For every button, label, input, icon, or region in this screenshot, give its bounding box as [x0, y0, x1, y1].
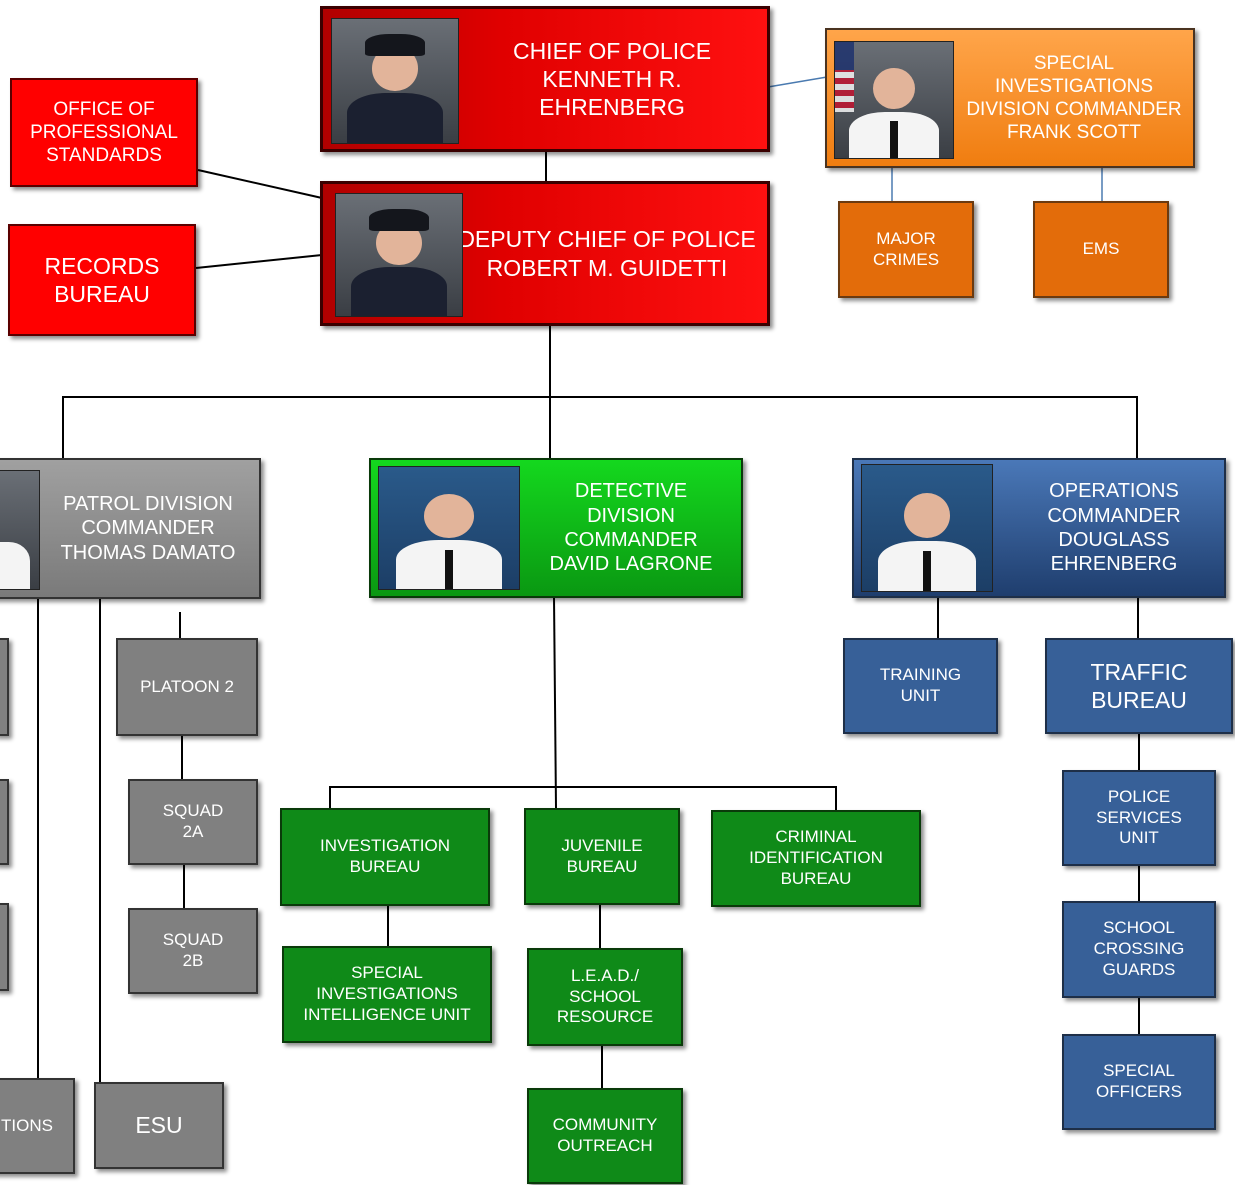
detective-label: DETECTIVE DIVISION COMMANDER DAVID LAGRO… — [549, 480, 713, 576]
platoon-2-label: PLATOON 2 — [140, 676, 234, 696]
squad-partial-box-2 — [0, 903, 9, 991]
records-bureau-box: RECORDS BUREAU — [8, 224, 196, 336]
operations-box: OPERATIONS COMMANDER DOUGLASS EHRENBERG — [852, 458, 1226, 598]
special-officers-label: SPECIAL OFFICERS — [1096, 1061, 1182, 1101]
ems-label: EMS — [1082, 239, 1120, 259]
squad-2b-label: SQUAD 2B — [162, 930, 224, 970]
juvenile-bureau-box: JUVENILE BUREAU — [524, 808, 680, 905]
chief-of-police-box: CHIEF OF POLICE KENNETH R. EHRENBERG — [320, 6, 770, 152]
professional-standards-box: OFFICE OF PROFESSIONAL STANDARDS — [10, 78, 198, 187]
ems-box: EMS — [1033, 201, 1169, 298]
lead-label: L.E.A.D./ SCHOOL RESOURCE — [556, 965, 654, 1027]
records-bureau-label: RECORDS BUREAU — [44, 252, 160, 307]
deputy-chief-photo — [335, 193, 463, 317]
investigation-bureau-box: INVESTIGATION BUREAU — [280, 808, 490, 906]
lead-school-resource-box: L.E.A.D./ SCHOOL RESOURCE — [527, 948, 683, 1046]
juvenile-bureau-label: JUVENILE BUREAU — [561, 835, 643, 876]
detective-commander-photo — [378, 466, 520, 590]
detective-division-box: DETECTIVE DIVISION COMMANDER DAVID LAGRO… — [369, 458, 743, 598]
special-investigations-label: SPECIAL INVESTIGATIONS DIVISION COMMANDE… — [966, 52, 1182, 144]
platoon-2-box: PLATOON 2 — [116, 638, 258, 736]
special-investigations-division-box: SPECIAL INVESTIGATIONS DIVISION COMMANDE… — [825, 28, 1195, 168]
deputy-chief-label: DEPUTY CHIEF OF POLICE ROBERT M. GUIDETT… — [458, 226, 756, 281]
communications-label: TIONS — [1, 1115, 53, 1135]
chief-label: CHIEF OF POLICE KENNETH R. EHRENBERG — [512, 37, 712, 121]
squad-2b-box: SQUAD 2B — [128, 908, 258, 994]
siiu-label: SPECIAL INVESTIGATIONS INTELLIGENCE UNIT — [303, 963, 471, 1024]
traffic-bureau-box: TRAFFIC BUREAU — [1045, 638, 1233, 734]
communications-box: TIONS — [0, 1078, 75, 1174]
patrol-label: PATROL DIVISION COMMANDER THOMAS DAMATO — [60, 492, 236, 564]
operations-commander-photo — [861, 464, 993, 592]
esu-box: ESU — [94, 1082, 224, 1169]
patrol-division-box: PATROL DIVISION COMMANDER THOMAS DAMATO — [0, 458, 261, 599]
squad-partial-box-1 — [0, 779, 9, 865]
operations-label: OPERATIONS COMMANDER DOUGLASS EHRENBERG — [1047, 480, 1181, 576]
police-services-label: POLICE SERVICES UNIT — [1096, 786, 1182, 848]
special-investigations-commander-photo — [834, 41, 954, 159]
platoon-partial-box — [0, 638, 9, 736]
criminal-identification-bureau-box: CRIMINAL IDENTIFICATION BUREAU — [711, 810, 921, 907]
outreach-label: COMMUNITY OUTREACH — [552, 1115, 658, 1155]
major-crimes-box: MAJOR CRIMES — [838, 201, 974, 298]
school-crossing-guards-box: SCHOOL CROSSING GUARDS — [1062, 901, 1216, 998]
professional-standards-label: OFFICE OF PROFESSIONAL STANDARDS — [30, 98, 178, 167]
criminal-identification-label: CRIMINAL IDENTIFICATION BUREAU — [749, 827, 883, 888]
investigation-bureau-label: INVESTIGATION BUREAU — [319, 836, 451, 876]
deputy-chief-box: DEPUTY CHIEF OF POLICE ROBERT M. GUIDETT… — [320, 181, 770, 326]
police-services-unit-box: POLICE SERVICES UNIT — [1062, 770, 1216, 866]
chief-photo — [331, 18, 459, 144]
esu-label: ESU — [135, 1112, 183, 1139]
special-investigations-intelligence-unit-box: SPECIAL INVESTIGATIONS INTELLIGENCE UNIT — [282, 946, 492, 1043]
community-outreach-box: COMMUNITY OUTREACH — [527, 1088, 683, 1184]
crossing-guards-label: SCHOOL CROSSING GUARDS — [1093, 918, 1185, 979]
squad-2a-label: SQUAD 2A — [162, 801, 224, 841]
training-label: TRAINING UNIT — [879, 665, 962, 705]
patrol-commander-photo — [0, 470, 40, 590]
training-unit-box: TRAINING UNIT — [843, 638, 998, 734]
special-officers-box: SPECIAL OFFICERS — [1062, 1034, 1216, 1130]
traffic-label: TRAFFIC BUREAU — [1090, 658, 1188, 713]
squad-2a-box: SQUAD 2A — [128, 779, 258, 865]
major-crimes-label: MAJOR CRIMES — [872, 228, 940, 269]
